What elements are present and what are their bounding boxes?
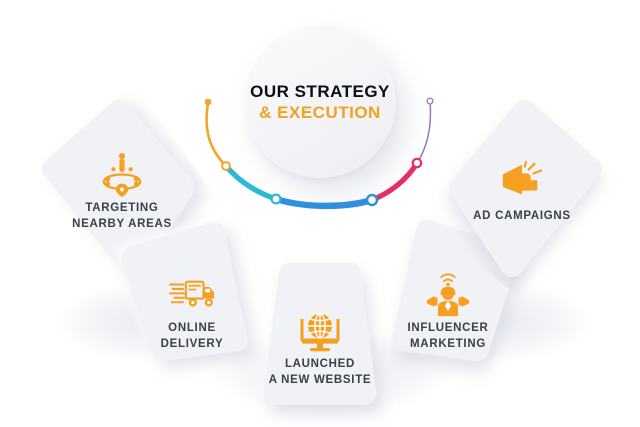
arc-segment-amber [205,101,228,168]
arc-node-blue-crimson [365,193,379,207]
arc-segment-cyan [223,163,279,202]
petal-card-targeting-nearby-areas[interactable]: TARGETING NEARBY AREAS [41,99,196,278]
monitor-globe-icon [300,313,340,352]
arc-node-cyan-blue [270,193,282,205]
petal-content: ONLINE DELIVERY [118,218,266,398]
petal-content: AD CAMPAIGNS [448,108,596,286]
arc-segment-purple [416,100,432,164]
arc-segment-blue [272,195,376,210]
petal-shape [121,221,248,361]
petal-label: LAUNCHED A NEW WEBSITE [268,358,372,386]
petal-shape [392,219,519,361]
petal-card-influencer-marketing[interactable]: INFLUENCER MARKETING [374,218,522,388]
petal-label: INFLUENCER MARKETING [407,322,489,350]
arc-node-amber-cyan [221,161,231,171]
petal-content: TARGETING NEARBY AREAS [48,108,196,286]
petal-card-launched-a-new-website[interactable]: LAUNCHED A NEW WEBSITE [246,258,394,427]
influencer-megaphone-person-icon [426,273,470,317]
arc-node-end-purple [426,97,434,105]
petal-label: AD CAMPAIGNS [473,210,571,223]
hub-circle: OUR STRATEGY & EXECUTION [244,26,396,178]
petal-label: TARGETING NEARBY AREAS [72,202,172,230]
arc-node-crimson-purple [411,157,423,169]
people-location-radar-icon [102,153,142,198]
petal-card-ad-campaigns[interactable]: AD CAMPAIGNS [448,99,603,278]
arc-node-start-amber [204,98,212,106]
petal-label: ONLINE DELIVERY [160,322,224,350]
delivery-truck-icon [169,281,215,308]
hub-title-line-1: OUR STRATEGY [250,81,390,101]
hub-title-line-2: & EXECUTION [259,103,381,122]
petal-content: INFLUENCER MARKETING [374,218,522,398]
arc-segment-crimson [369,160,420,203]
petal-content: LAUNCHED A NEW WEBSITE [246,258,394,427]
petal-card-online-delivery[interactable]: ONLINE DELIVERY [118,218,266,388]
megaphone-icon [502,161,543,195]
